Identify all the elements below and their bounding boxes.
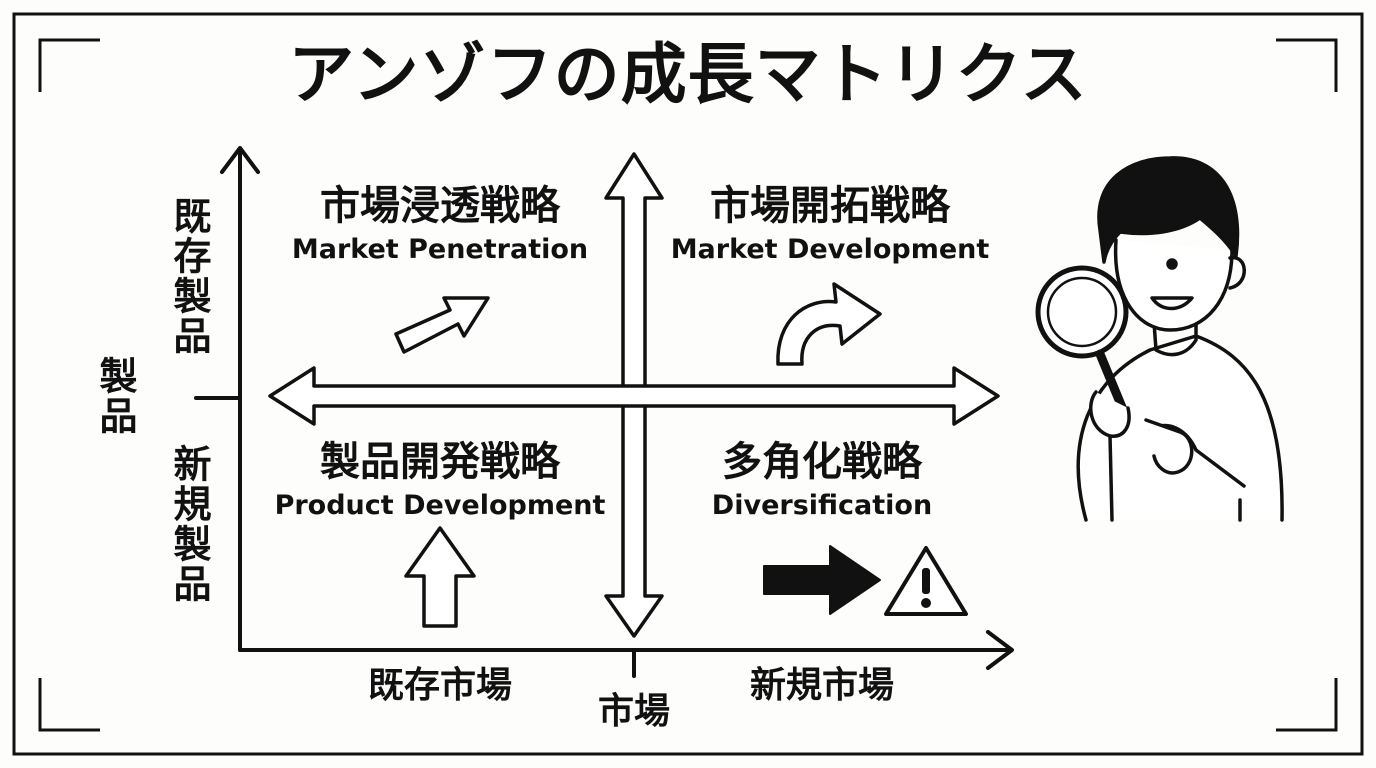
y-axis-title: 製品: [93, 356, 137, 436]
person-illustration: [1035, 156, 1284, 522]
quadrant-market-penetration-en: Market Penetration: [291, 234, 589, 265]
warning-icon: [884, 546, 968, 616]
x-axis-arrowhead: [986, 630, 1014, 670]
x-axis-title: 市場: [597, 691, 670, 732]
hair: [1097, 156, 1240, 264]
quadrant-market-development-jp: 市場開拓戦略: [710, 183, 950, 229]
bold-right-arrow-icon: [763, 545, 881, 615]
quadrant-diversification-jp: 多角化戦略: [722, 439, 922, 485]
magnifying-glass-icon: [1035, 265, 1129, 359]
y-axis-arrowhead: [220, 146, 260, 174]
x-axis-left-label: 既存市場: [367, 665, 512, 706]
quadrant-market-penetration-jp: 市場浸透戦略: [320, 183, 560, 229]
diagonal-arrow-icon: [394, 296, 490, 354]
horizontal-divider-arrow: [268, 366, 1000, 426]
page-title: アンゾフの成長マトリクス: [288, 36, 1088, 113]
quadrant-market-development-en: Market Development: [670, 234, 990, 265]
up-arrow-icon: [404, 526, 476, 628]
quadrant-product-development-en: Product Development: [274, 490, 606, 521]
curved-arrow-icon: [776, 282, 882, 366]
quadrant-diversification-en: Diversification: [711, 490, 933, 521]
y-axis-bottom-label: 新規製品: [167, 444, 211, 604]
quadrant-product-development-jp: 製品開発戦略: [320, 439, 560, 485]
x-axis-right-label: 新規市場: [749, 665, 894, 706]
y-axis-top-label: 既存製品: [167, 196, 211, 356]
